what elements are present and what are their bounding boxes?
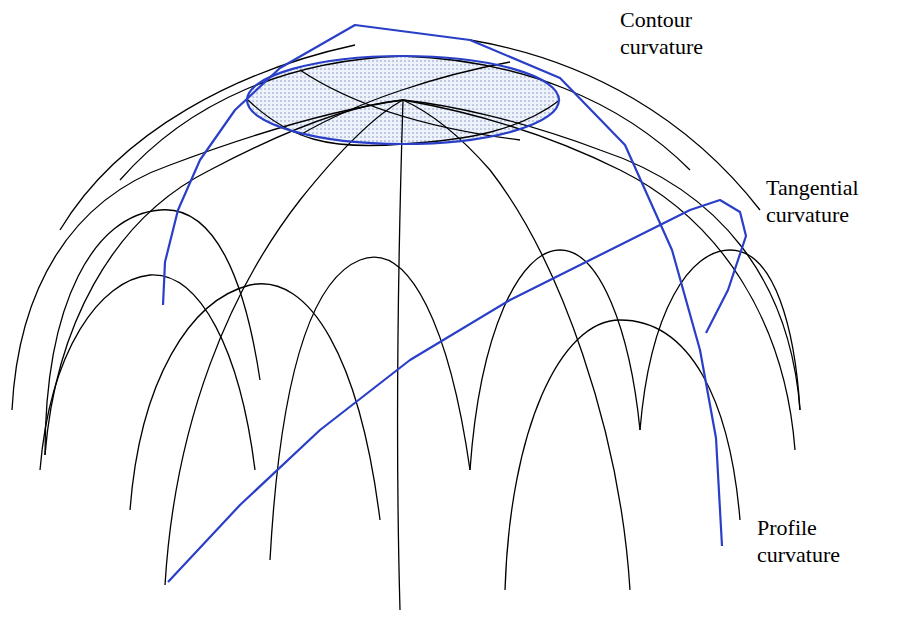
curvature-label: Contour curvature [620,6,742,60]
curvature-label: Profile curvature [757,514,879,568]
curvature-label: Tangential curvature [766,174,888,228]
